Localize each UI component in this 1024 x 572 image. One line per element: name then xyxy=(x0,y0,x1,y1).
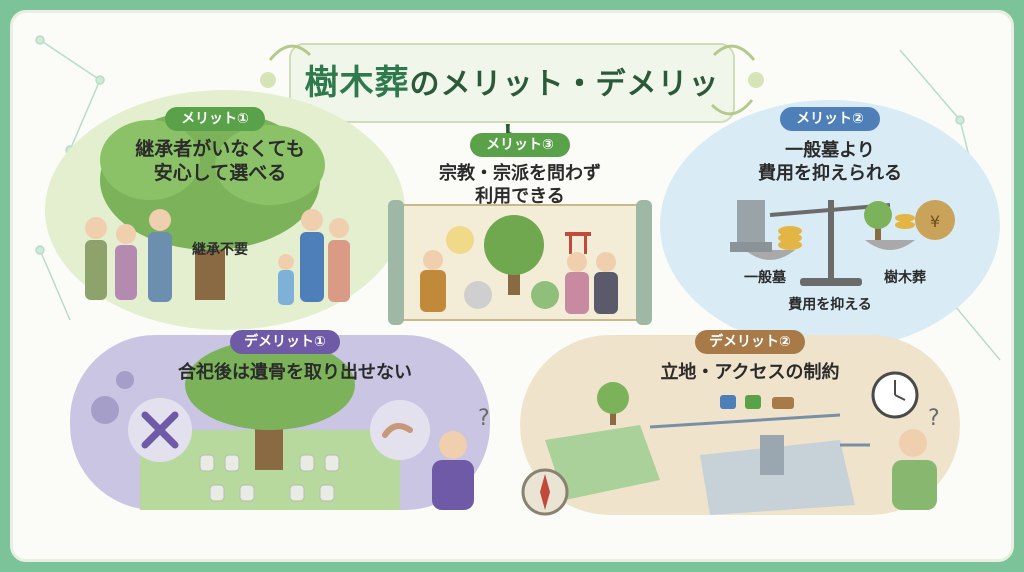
label-merit2-right: 樹木葬 xyxy=(884,270,926,286)
clock-icon xyxy=(871,371,919,419)
title-accent: 樹木葬 xyxy=(304,63,410,103)
heading-merit2-line1: 一般墓より xyxy=(785,140,875,161)
badge-demerit2: デメリット② xyxy=(695,330,805,354)
heading-merit3-line1: 宗教・宗派を問わず xyxy=(439,163,601,184)
tree-icon xyxy=(185,340,355,470)
map-icon xyxy=(545,425,855,515)
panel-merit2: ¥ xyxy=(660,100,1000,350)
heading-merit1: 継承者がいなくても 安心して選べる xyxy=(100,138,340,186)
tree-icon xyxy=(484,215,544,295)
torii-icon xyxy=(565,232,591,254)
svg-text:?: ? xyxy=(928,406,940,431)
heading-demerit1: 合祀後は遺骨を取り出せない xyxy=(178,362,412,383)
grave-icon xyxy=(730,200,772,252)
page-title: 樹木葬のメリット・デメリット xyxy=(300,56,724,156)
heading-merit3-line2: 利用できる xyxy=(475,185,565,207)
arrows xyxy=(649,413,870,447)
cross-icon xyxy=(128,398,192,462)
person-with-phone xyxy=(892,429,937,510)
tree-icon xyxy=(597,382,629,425)
money-bag-icon: ¥ xyxy=(915,200,955,240)
urn-grid xyxy=(199,454,340,502)
family-figures xyxy=(85,209,350,305)
heading-merit2: 一般墓より 費用を抑えられる xyxy=(720,140,940,185)
badge-merit2: メリット② xyxy=(780,107,880,131)
worried-person xyxy=(432,431,474,510)
gear-icon xyxy=(91,371,134,424)
heading-merit3: 宗教・宗派を問わず 利用できる xyxy=(400,163,640,208)
badge-merit3: メリット③ xyxy=(470,133,570,157)
svg-text:¥: ¥ xyxy=(930,212,940,231)
label-merit2-bottom: 費用を抑える xyxy=(788,297,872,313)
panel-demerit1: ? xyxy=(70,335,490,510)
svg-text:?: ? xyxy=(478,406,490,431)
religious-figures xyxy=(420,250,618,314)
compass-icon xyxy=(521,468,569,516)
buddha-icon xyxy=(446,226,474,254)
label-merit2-left: 一般墓 xyxy=(744,270,786,286)
panel-demerit2: ? xyxy=(520,335,960,516)
small-tree-icon xyxy=(864,201,892,240)
heading-merit1-line2: 安心して選べる xyxy=(153,161,287,184)
hands-icon xyxy=(370,400,430,460)
heading-merit1-line1: 継承者がいなくても xyxy=(135,138,305,160)
heading-merit2-line2: 費用を抑えられる xyxy=(758,162,902,184)
coin-stack-icon xyxy=(778,214,915,250)
badge-merit1: メリット① xyxy=(165,107,265,131)
badge-demerit1: デメリット① xyxy=(230,330,340,354)
question-icon: ? xyxy=(928,406,940,431)
caption-merit1: 継承不要 xyxy=(192,242,248,258)
panel-merit1 xyxy=(45,90,405,330)
panel-merit3 xyxy=(388,200,652,325)
transport-icons xyxy=(720,395,794,409)
heading-demerit2: 立地・アクセスの制約 xyxy=(660,362,840,383)
question-icon: ? xyxy=(478,406,490,431)
